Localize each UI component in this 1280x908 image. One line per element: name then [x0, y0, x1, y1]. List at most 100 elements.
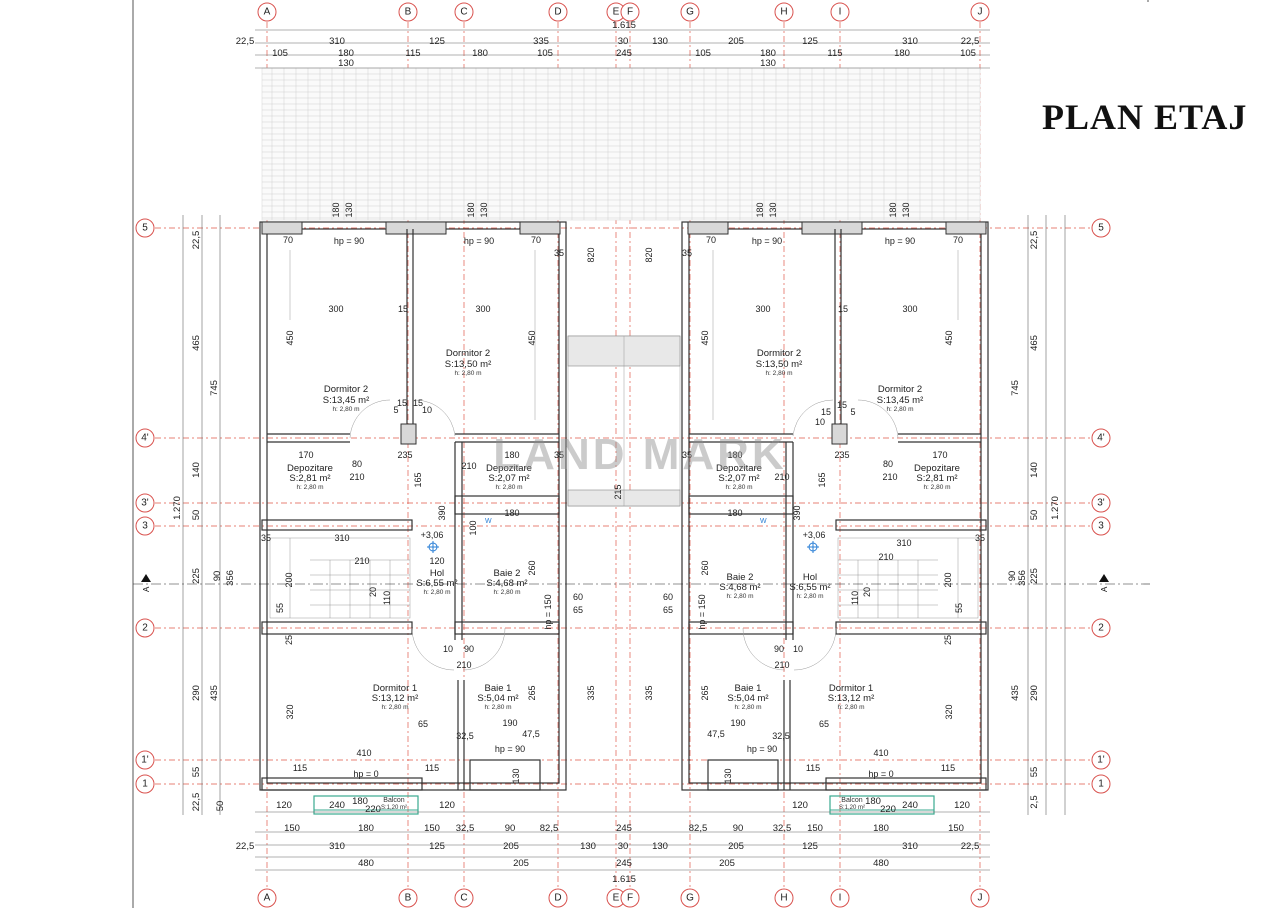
dim: 50 — [1029, 510, 1040, 521]
svg-text:h: 2,80 m: h: 2,80 m — [493, 589, 520, 596]
svg-text:Baie 1: Baie 1 — [735, 683, 762, 694]
hp-label: hp = 0 — [353, 769, 378, 779]
dim: 90 — [733, 823, 744, 834]
svg-text:h: 2,80 m: h: 2,80 m — [296, 484, 323, 491]
watermark-logo: LAND MARK — [493, 430, 787, 479]
room-label: Depozitare S:2,81 m² h: 2,80 m — [914, 463, 960, 491]
dim: 356 — [225, 570, 236, 586]
svg-text:Dormitor 1: Dormitor 1 — [373, 683, 417, 694]
svg-text:h: 2,80 m: h: 2,80 m — [332, 406, 359, 413]
svg-text:2: 2 — [1098, 623, 1104, 634]
svg-text:130: 130 — [723, 768, 733, 783]
svg-text:h: 2,80 m: h: 2,80 m — [725, 484, 752, 491]
dim: 225 — [1029, 568, 1040, 584]
svg-text:235: 235 — [834, 450, 849, 460]
svg-text:300: 300 — [902, 304, 917, 314]
svg-text:S:13,50 m²: S:13,50 m² — [756, 359, 802, 370]
svg-text:60: 60 — [663, 592, 673, 602]
svg-text:h: 2,80 m: h: 2,80 m — [423, 589, 450, 596]
svg-text:Dormitor 2: Dormitor 2 — [446, 348, 490, 359]
svg-text:200: 200 — [284, 572, 294, 587]
dim: 480 — [873, 858, 889, 869]
svg-text:210: 210 — [354, 556, 369, 566]
svg-text:3: 3 — [142, 521, 148, 532]
svg-text:S:4,68 m²: S:4,68 m² — [719, 582, 760, 593]
svg-text:100: 100 — [468, 520, 478, 535]
grid-bubble-col: D — [548, 2, 568, 22]
grid-bubble-row: 1 — [1091, 774, 1111, 794]
hp-label: hp = 150 — [543, 594, 553, 629]
svg-text:115: 115 — [941, 763, 955, 773]
svg-text:S:2,81 m²: S:2,81 m² — [916, 473, 957, 484]
svg-text:4': 4' — [1097, 433, 1105, 444]
dim: 90 — [1007, 571, 1018, 582]
section-cut-left: A — [141, 574, 151, 592]
svg-text:47,5: 47,5 — [707, 729, 725, 739]
dim: 150 — [424, 823, 440, 834]
dim: 130 — [580, 841, 596, 852]
left-unit-walls — [259, 221, 567, 815]
dim: 240 — [329, 800, 345, 811]
svg-text:S:2,07 m²: S:2,07 m² — [718, 473, 759, 484]
svg-text:J: J — [978, 893, 983, 904]
svg-text:Dormitor 2: Dormitor 2 — [757, 348, 801, 359]
svg-text:390: 390 — [792, 505, 802, 520]
svg-text:4': 4' — [141, 433, 149, 444]
svg-text:190: 190 — [730, 718, 745, 728]
top-dimensions: 1.615 22,5 310 125 335 30 130 205 125 31… — [236, 20, 980, 69]
hp-label: hp = 90 — [464, 236, 494, 246]
dim: 465 — [1029, 335, 1040, 351]
svg-text:120: 120 — [429, 556, 444, 566]
svg-text:90: 90 — [774, 644, 784, 654]
room-label: Depozitare S:2,07 m² h: 2,80 m — [716, 463, 762, 491]
level-marker-icon — [807, 541, 819, 553]
svg-text:35: 35 — [682, 450, 692, 460]
svg-text:210: 210 — [461, 461, 476, 471]
dim: 140 — [191, 462, 202, 478]
dim: 356 — [1017, 570, 1028, 586]
svg-text:A: A — [264, 7, 271, 18]
grid-bubble-col: H — [774, 888, 794, 908]
grid-bubble-row: 3' — [135, 493, 155, 513]
svg-text:260: 260 — [700, 560, 710, 575]
svg-text:65: 65 — [418, 719, 428, 729]
svg-text:S:6,55 m²: S:6,55 m² — [789, 582, 830, 593]
level-marker-icon — [427, 541, 439, 553]
dim: 30 — [618, 36, 629, 47]
svg-text:S:13,45 m²: S:13,45 m² — [877, 395, 923, 406]
dim: 225 — [191, 568, 202, 584]
dim: 50 — [215, 801, 226, 812]
dim: 140 — [1029, 462, 1040, 478]
grid-bubble-row: 4' — [135, 428, 155, 448]
svg-text:S:5,04 m²: S:5,04 m² — [727, 693, 768, 704]
dim: 32,5 — [456, 823, 475, 834]
svg-text:70: 70 — [706, 235, 716, 245]
room-label: Depozitare S:2,07 m² h: 2,80 m — [486, 463, 532, 491]
svg-text:E: E — [613, 893, 620, 904]
dim: 180 — [472, 48, 488, 59]
hp-label: hp = 90 — [885, 236, 915, 246]
dim: 55 — [191, 767, 202, 778]
svg-text:130: 130 — [768, 202, 778, 217]
svg-text:170: 170 — [298, 450, 313, 460]
grid-bubble-col: C — [454, 2, 474, 22]
svg-text:I: I — [839, 893, 842, 904]
svg-text:E: E — [613, 7, 620, 18]
dim: 125 — [802, 36, 818, 47]
svg-text:180: 180 — [504, 450, 519, 460]
dim: 435 — [209, 685, 220, 701]
svg-text:215: 215 — [613, 484, 623, 499]
grid-bubble-row: 4' — [1091, 428, 1111, 448]
svg-text:25: 25 — [943, 635, 953, 645]
dim: 205 — [728, 841, 744, 852]
left-dimensions: 22,5 465 140 50 225 90 290 55 22,5 745 3… — [172, 231, 236, 812]
grid-bubble-col: F — [620, 888, 640, 908]
dim: 220 — [880, 804, 896, 815]
svg-text:210: 210 — [882, 472, 897, 482]
dim: 310 — [329, 841, 345, 852]
room-label: Dormitor 1 S:13,12 m² h: 2,80 m — [372, 683, 418, 711]
hp-label: hp = 150 — [697, 594, 707, 629]
svg-text:310: 310 — [334, 533, 349, 543]
dim: 125 — [429, 841, 445, 852]
